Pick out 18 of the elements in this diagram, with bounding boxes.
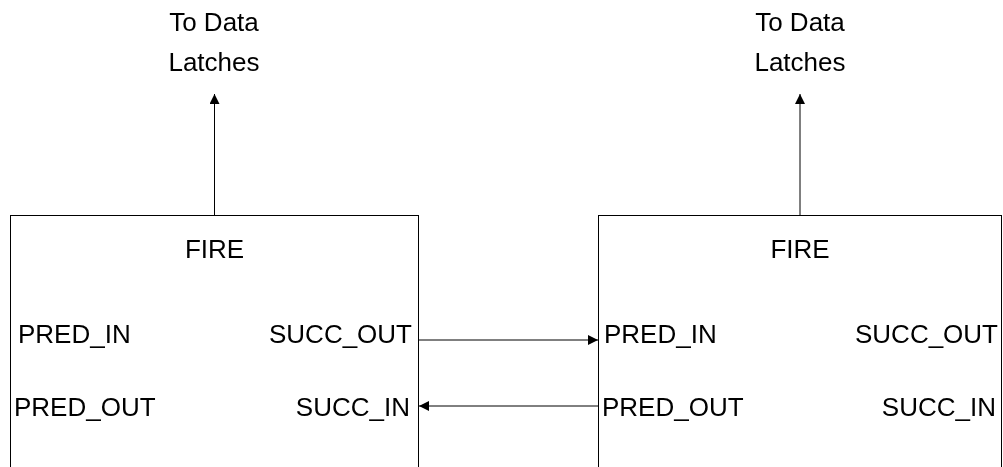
port-label: PRED_OUT — [14, 392, 156, 422]
port-label: PRED_IN — [18, 319, 131, 349]
arrow — [209, 93, 220, 216]
logic-block — [10, 215, 419, 467]
port-label: SUCC_OUT — [855, 319, 998, 349]
port-label: SUCC_IN — [881, 392, 996, 422]
port-label: PRED_IN — [604, 319, 717, 349]
port-label: PRED_OUT — [602, 392, 744, 422]
logic-block — [598, 215, 1002, 467]
block-title: FIRE — [769, 234, 831, 264]
destination-label: To Data Latches — [720, 2, 880, 82]
arrow — [418, 401, 599, 411]
arrow — [418, 335, 599, 345]
destination-label: To Data Latches — [134, 2, 294, 82]
port-label: SUCC_IN — [295, 392, 410, 422]
port-label: SUCC_OUT — [269, 319, 412, 349]
block-title: FIRE — [183, 234, 246, 264]
arrow — [795, 93, 805, 216]
